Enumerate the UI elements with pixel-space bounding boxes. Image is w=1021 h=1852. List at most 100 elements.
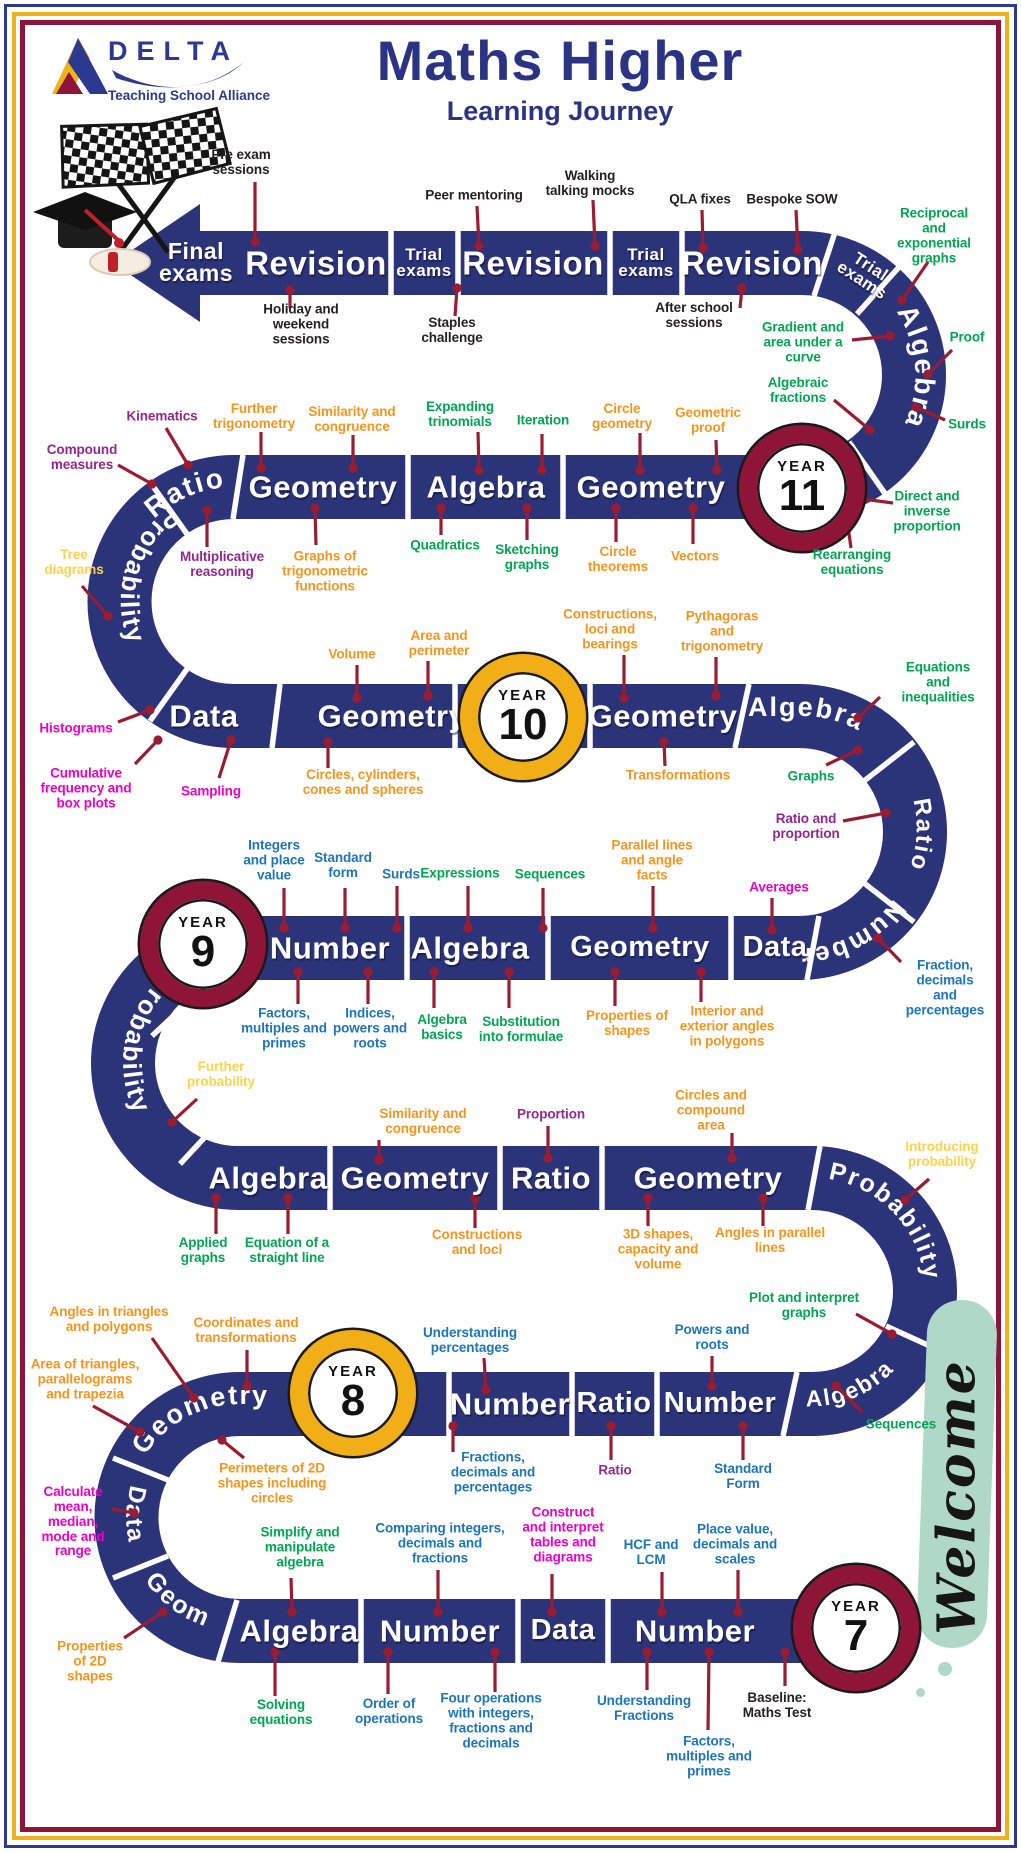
segment-label-geometry-20: Geometry xyxy=(633,1160,783,1196)
topic-label-expressions: Expressions xyxy=(420,865,500,881)
connector-dot xyxy=(887,1329,897,1339)
topic-label-peer-mentoring: Peer mentoring xyxy=(425,187,523,203)
connector-dot xyxy=(285,285,295,295)
topic-label-factors-multiples-and-primes: Factors, multiples and primes xyxy=(666,1733,752,1779)
connector-dot xyxy=(737,283,747,293)
logo-triangle-maroon xyxy=(56,72,83,94)
topic-label-gradient-and-area-under-a-curve: Gradient and area under a curve xyxy=(761,319,845,365)
connector-line xyxy=(164,427,190,466)
segment-label-geometry-11: Geometry xyxy=(317,698,467,734)
topic-label-standard-form: Standard Form xyxy=(714,1461,772,1491)
connector-dot xyxy=(423,691,433,701)
logo-graphic xyxy=(52,38,244,94)
connector-dot xyxy=(606,1421,616,1431)
final-exams-arrow xyxy=(113,204,250,322)
topic-label-vectors: Vectors xyxy=(670,548,720,564)
topic-label-sampling: Sampling xyxy=(181,783,241,799)
topic-label-standard-form: Standard form xyxy=(314,850,372,880)
topic-label-area-and-perimeter: Area and perimeter xyxy=(408,628,470,658)
connector-line xyxy=(117,708,151,724)
topic-label-tree-diagrams: Tree diagrams xyxy=(44,547,104,577)
connector-dot xyxy=(504,967,514,977)
connector-dot xyxy=(226,735,236,745)
topic-label-coordinates-and-transformations: Coordinates and transformations xyxy=(193,1315,299,1345)
topic-label-transformations: Transformations xyxy=(625,767,731,783)
segment-label-geometry-12: Geometry xyxy=(588,698,738,734)
connector-dot xyxy=(648,923,658,933)
connector-dot xyxy=(481,1385,491,1395)
topic-label-algebraic-fractions: Algebraic fractions xyxy=(767,375,829,405)
connector-line xyxy=(855,1312,893,1336)
topic-label-factors-multiples-and-primes: Factors, multiples and primes xyxy=(241,1005,327,1051)
connector-dot xyxy=(873,933,883,943)
connector-dot xyxy=(383,1647,393,1657)
connector-line xyxy=(170,1097,199,1124)
connector-layer xyxy=(80,182,954,1731)
topic-label-similarity-and-congruence: Similarity and congruence xyxy=(308,404,396,434)
connector-dot xyxy=(733,1607,743,1617)
connector-dot xyxy=(340,923,350,933)
connector-dot xyxy=(211,1193,221,1203)
connector-dot xyxy=(543,1153,553,1163)
connector-dot xyxy=(310,503,320,513)
topic-label-quadratics: Quadratics xyxy=(410,537,480,553)
connector-dot xyxy=(135,1427,145,1437)
connector-dot xyxy=(911,402,921,412)
topic-label-understanding-fractions: Understanding Fractions xyxy=(597,1693,691,1723)
connector-dot xyxy=(738,1421,748,1431)
segment-label-revision-3: Revision xyxy=(462,244,604,282)
badge-year-number: 9 xyxy=(190,926,216,976)
connector-dot xyxy=(348,463,358,473)
topic-label-interior-and-exterior-angles-in-: Interior and exterior angles in polygons xyxy=(679,1003,775,1049)
segment-label-number-27: Number xyxy=(634,1613,756,1649)
segment-label-number-23: Number xyxy=(663,1387,777,1420)
connector-dot xyxy=(853,713,863,723)
segment-label-trial-exams-2: Trial exams xyxy=(396,244,452,280)
segment-label-geometry-18: Geometry xyxy=(340,1160,490,1196)
connector-dot xyxy=(767,925,777,935)
connector-dot xyxy=(900,1195,910,1205)
topic-label-averages: Averages xyxy=(749,879,809,895)
topic-label-algebra-basics: Algebra basics xyxy=(417,1012,467,1042)
topic-label-hcf-and-lcm: HCF and LCM xyxy=(623,1537,679,1567)
connector-line xyxy=(714,439,719,471)
connector-dot xyxy=(129,1508,139,1518)
topic-label-fractions-decimals-and-percentag: Fractions, decimals and percentages xyxy=(450,1449,536,1495)
connector-dot xyxy=(547,1607,557,1617)
connector-dot xyxy=(392,923,402,933)
topic-label-perimeters-of-2d-shapes-includin: Perimeters of 2D shapes including circle… xyxy=(217,1460,327,1506)
logo-triangle-navy xyxy=(68,38,108,94)
connector-dot xyxy=(897,295,907,305)
topic-label-constructions-loci-and-bearings: Constructions, loci and bearings xyxy=(563,606,657,652)
logo-wordmark: DELTA xyxy=(108,36,239,66)
connector-dot xyxy=(287,1607,297,1617)
connector-line xyxy=(133,738,160,766)
connector-dot xyxy=(153,735,163,745)
topic-label-cumulative-frequency-and-box-plo: Cumulative frequency and box plots xyxy=(40,765,132,811)
badge-year-word: YEAR xyxy=(777,457,827,475)
connector-line xyxy=(80,584,110,618)
segment-label-ratio-22: Ratio xyxy=(576,1387,652,1420)
connector-dot xyxy=(780,1647,790,1657)
checkered-flags-icon xyxy=(60,106,232,254)
connector-dot xyxy=(242,1381,252,1391)
topic-label-proportion: Proportion xyxy=(517,1106,585,1122)
badge-year-number: 10 xyxy=(498,699,548,749)
topic-label-after-school-sessions: After school sessions xyxy=(655,300,733,330)
topic-label-sequences: Sequences xyxy=(514,866,586,882)
connector-dot xyxy=(619,693,629,703)
connector-line xyxy=(876,936,903,964)
topic-label-histograms: Histograms xyxy=(39,720,113,736)
connector-dot xyxy=(865,425,875,435)
connector-line xyxy=(482,1357,488,1391)
connector-line xyxy=(834,1384,864,1414)
connector-dot xyxy=(881,808,891,818)
badge-year-number: 8 xyxy=(340,1375,366,1425)
connector-dot xyxy=(363,967,373,977)
segment-label-number-13: Number xyxy=(269,930,391,966)
segment-dividers xyxy=(111,228,945,1663)
connector-dot xyxy=(688,503,698,513)
topic-label-pythagoras-and-trigonometry: Pythagoras and trigonometry xyxy=(680,608,764,654)
topic-label-3d-shapes-capacity-and-volume: 3D shapes, capacity and volume xyxy=(617,1226,699,1272)
